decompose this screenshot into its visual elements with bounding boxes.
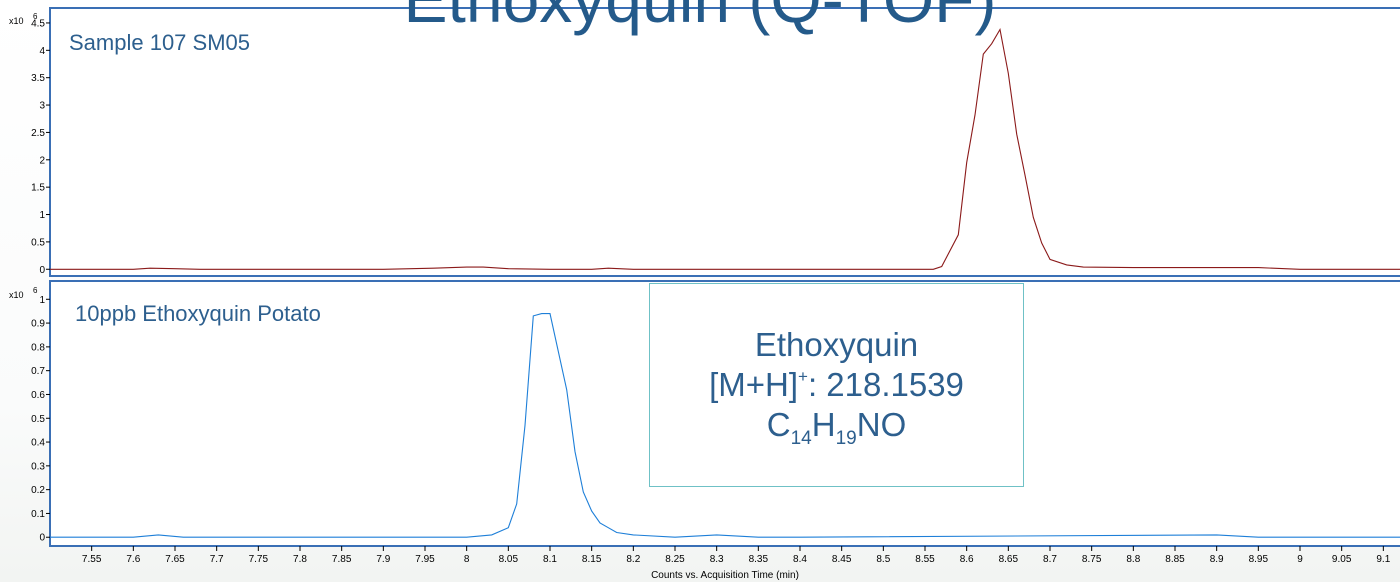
top-panel-label: Sample 107 SM05 bbox=[69, 30, 250, 55]
xtick-label: 7.9 bbox=[376, 554, 390, 565]
bottom-ytick-label: 1 bbox=[39, 295, 45, 306]
xtick-label: 8.1 bbox=[543, 554, 557, 565]
xtick-label: 8.4 bbox=[793, 554, 807, 565]
ion-charge: + bbox=[798, 367, 808, 386]
bottom-panel-label: 10ppb Ethoxyquin Potato bbox=[75, 301, 321, 326]
xtick-label: 8.95 bbox=[1249, 554, 1269, 565]
xtick-label: 8.45 bbox=[832, 554, 852, 565]
compound-formula: C14H19NO bbox=[766, 405, 907, 448]
xtick-label: 7.7 bbox=[210, 554, 224, 565]
xtick-label: 7.85 bbox=[332, 554, 352, 565]
bottom-ytick-label: 0 bbox=[39, 533, 45, 544]
bottom-scale-exponent: 6 bbox=[33, 286, 38, 295]
bottom-ytick-label: 0.7 bbox=[31, 366, 45, 377]
xtick-label: 8.75 bbox=[1082, 554, 1102, 565]
bottom-ytick-label: 0.4 bbox=[31, 438, 45, 449]
xtick-label: 8.8 bbox=[1126, 554, 1140, 565]
formula-carbon: C bbox=[766, 406, 791, 443]
xtick-label: 7.65 bbox=[165, 554, 185, 565]
top-scale-base: x10 bbox=[9, 16, 24, 26]
top-trace-line bbox=[50, 27, 1400, 270]
compound-ion: [M+H]+: 218.1539 bbox=[709, 365, 964, 405]
xtick-label: 7.95 bbox=[415, 554, 435, 565]
bottom-trace-line bbox=[50, 313, 1400, 538]
top-ytick-label: 3 bbox=[39, 101, 45, 112]
bottom-ytick-label: 0.6 bbox=[31, 390, 45, 401]
x-axis-title: Counts vs. Acquisition Time (min) bbox=[651, 570, 799, 581]
top-ytick-label: 4 bbox=[39, 46, 45, 57]
top-ytick-label: 2 bbox=[39, 155, 45, 166]
xtick-label: 7.6 bbox=[126, 554, 140, 565]
xtick-label: 8.9 bbox=[1210, 554, 1224, 565]
xtick-label: 8.2 bbox=[626, 554, 640, 565]
formula-hydrogen: H bbox=[811, 406, 836, 443]
bottom-ytick-label: 0.9 bbox=[31, 319, 45, 330]
xtick-label: 8.35 bbox=[749, 554, 769, 565]
bottom-ytick-label: 0.1 bbox=[31, 509, 45, 520]
top-panel-frame bbox=[49, 7, 1400, 277]
formula-hydrogen-count: 19 bbox=[835, 428, 857, 449]
bottom-ytick-label: 0.2 bbox=[31, 485, 45, 496]
xtick-label: 8.65 bbox=[999, 554, 1019, 565]
xtick-label: 8 bbox=[464, 554, 470, 565]
bottom-ytick-label: 0.5 bbox=[31, 414, 45, 425]
compound-info-box: Ethoxyquin [M+H]+: 218.1539 C14H19NO bbox=[649, 283, 1024, 487]
xtick-label: 8.7 bbox=[1043, 554, 1057, 565]
xtick-label: 8.3 bbox=[710, 554, 724, 565]
ion-mass: : 218.1539 bbox=[807, 366, 964, 403]
top-ytick-label: 4.5 bbox=[31, 18, 45, 29]
top-panel: 0 0.5 1 1.5 2 2.5 3 3.5 4 4.5 x10 6 Sample 107 SM… bbox=[9, 7, 1400, 277]
xtick-label: 7.55 bbox=[82, 554, 102, 565]
xtick-label: 7.75 bbox=[249, 554, 269, 565]
compound-name: Ethoxyquin bbox=[754, 326, 919, 363]
top-ytick-label: 3.5 bbox=[31, 73, 45, 84]
xtick-label: 8.15 bbox=[582, 554, 602, 565]
top-scale-exponent: 6 bbox=[33, 12, 38, 21]
xtick-label: 8.05 bbox=[499, 554, 519, 565]
bottom-ytick-label: 0.8 bbox=[31, 342, 45, 353]
xtick-label: 9.1 bbox=[1376, 554, 1390, 565]
formula-rest: NO bbox=[856, 406, 907, 443]
xtick-label: 8.25 bbox=[665, 554, 685, 565]
top-ytick-label: 2.5 bbox=[31, 128, 45, 139]
xtick-label: 8.5 bbox=[876, 554, 890, 565]
formula-carbon-count: 14 bbox=[790, 428, 812, 449]
top-ytick-label: 0 bbox=[39, 265, 45, 276]
top-ytick-label: 1 bbox=[39, 210, 45, 221]
ion-prefix: [M+H] bbox=[709, 366, 798, 403]
top-ytick-label: 0.5 bbox=[31, 237, 45, 248]
xtick-label: 8.85 bbox=[1165, 554, 1185, 565]
xtick-label: 8.55 bbox=[915, 554, 935, 565]
top-ytick-label: 1.5 bbox=[31, 183, 45, 194]
bottom-ytick-label: 0.3 bbox=[31, 461, 45, 472]
xtick-label: 9.05 bbox=[1332, 554, 1352, 565]
bottom-scale-base: x10 bbox=[9, 290, 24, 300]
xtick-label: 7.8 bbox=[293, 554, 307, 565]
xtick-label: 8.6 bbox=[960, 554, 974, 565]
xtick-label: 9 bbox=[1297, 554, 1303, 565]
